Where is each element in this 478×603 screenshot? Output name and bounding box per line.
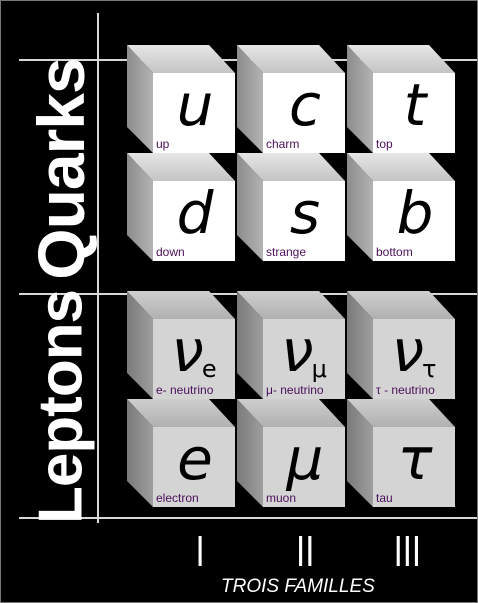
particle-name: up: [156, 137, 169, 151]
particle-cube-electron: e electron: [127, 399, 235, 507]
particle-cube-e-neutrino: νe e- neutrino: [127, 291, 235, 399]
particle-cube-muon: μ muon: [237, 399, 345, 507]
particle-cube-bottom: b bottom: [347, 153, 455, 261]
particle-cube-down: d down: [127, 153, 235, 261]
particle-cube-mu-neutrino: νμ μ- neutrino: [237, 291, 345, 399]
particle-cube-up: u up: [127, 45, 235, 153]
family-numeral-3: III: [394, 530, 422, 574]
particle-cube-strange: s strange: [237, 153, 345, 261]
particle-name: tau: [376, 491, 393, 505]
quarks-label: Quarks: [23, 58, 99, 279]
particle-cube-tau: τ tau: [347, 399, 455, 507]
particle-name: down: [156, 245, 185, 259]
leptons-label: Leptons: [26, 290, 97, 524]
particle-name: τ - neutrino: [376, 383, 435, 397]
particle-name: e- neutrino: [156, 383, 213, 397]
family-numeral-2: II: [296, 530, 314, 574]
particle-name: bottom: [376, 245, 413, 259]
particle-cube-tau-neutrino: ντ τ - neutrino: [347, 291, 455, 399]
particle-name: muon: [266, 491, 296, 505]
particle-name: μ- neutrino: [266, 383, 324, 397]
particle-name: top: [376, 137, 393, 151]
particle-name: strange: [266, 245, 306, 259]
particle-name: electron: [156, 491, 199, 505]
particle-name: charm: [266, 137, 299, 151]
particle-cube-top: t top: [347, 45, 455, 153]
families-title: TROIS FAMILLES: [221, 576, 375, 598]
family-numeral-1: I: [196, 530, 205, 574]
particle-cube-charm: c charm: [237, 45, 345, 153]
